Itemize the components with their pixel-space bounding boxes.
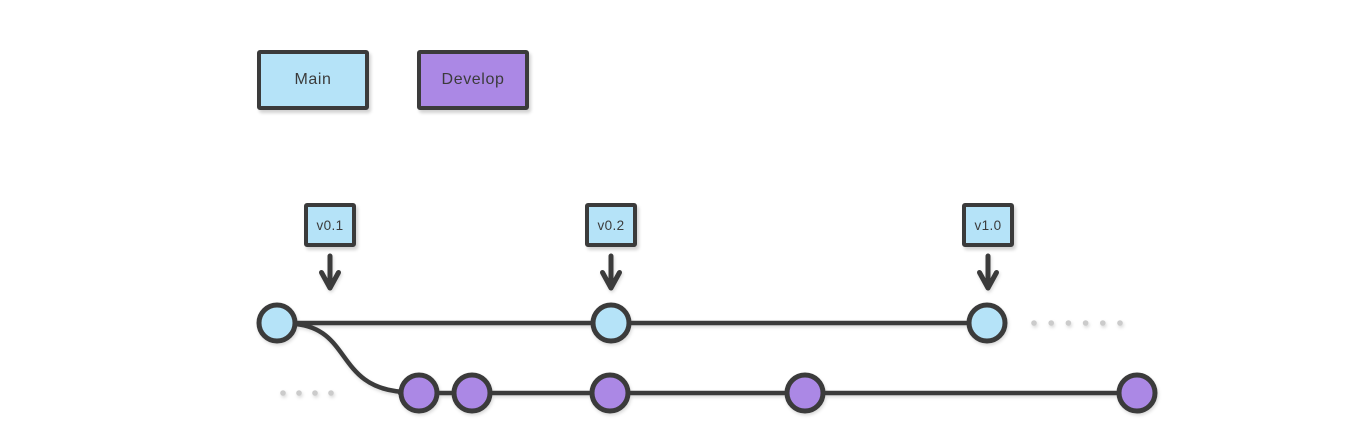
legend-develop-label: Develop	[441, 71, 505, 88]
main-continues-right-dot	[1065, 320, 1072, 326]
main-commit-node	[256, 302, 298, 344]
develop-commit-node	[784, 372, 826, 414]
legend-main-label: Main	[294, 71, 332, 88]
main-continues-right-dot	[1031, 320, 1037, 326]
down-arrow-icon	[977, 253, 999, 291]
legend-develop-box: Develop	[417, 50, 529, 110]
develop-commit-node	[398, 372, 440, 414]
main-commit-node	[966, 302, 1008, 344]
tag-v0-2: v0.2	[585, 203, 637, 247]
legend-main-box: Main	[257, 50, 369, 110]
tag-v1-0-label: v1.0	[974, 217, 1002, 233]
develop-commit-node	[589, 372, 631, 414]
branch-lines-and-commits	[256, 302, 1158, 414]
main-continues-right-dot	[1100, 320, 1106, 326]
main-continues-right-dot	[1048, 320, 1054, 326]
main-continues-right-dot	[1117, 320, 1123, 326]
develop-continues-left-dot	[296, 390, 302, 396]
main-continues-right-dot	[1082, 320, 1089, 326]
main-commit-node	[590, 302, 632, 344]
tag-v0-1: v0.1	[304, 203, 356, 247]
develop-commit-node	[451, 372, 493, 414]
develop-continues-left-dot	[280, 390, 286, 396]
down-arrow-icon	[319, 253, 341, 291]
down-arrow-icon	[600, 253, 622, 291]
tag-v0-1-label: v0.1	[316, 217, 344, 233]
develop-continues-left-dot	[328, 390, 334, 396]
develop-continues-left-dot	[312, 390, 318, 396]
develop-commit-node	[1116, 372, 1158, 414]
branch-split-curve	[293, 321, 407, 395]
tag-arrows	[319, 253, 999, 291]
ellipsis-dots	[280, 320, 1123, 396]
tag-v1-0: v1.0	[962, 203, 1014, 247]
tag-v0-2-label: v0.2	[597, 217, 625, 233]
